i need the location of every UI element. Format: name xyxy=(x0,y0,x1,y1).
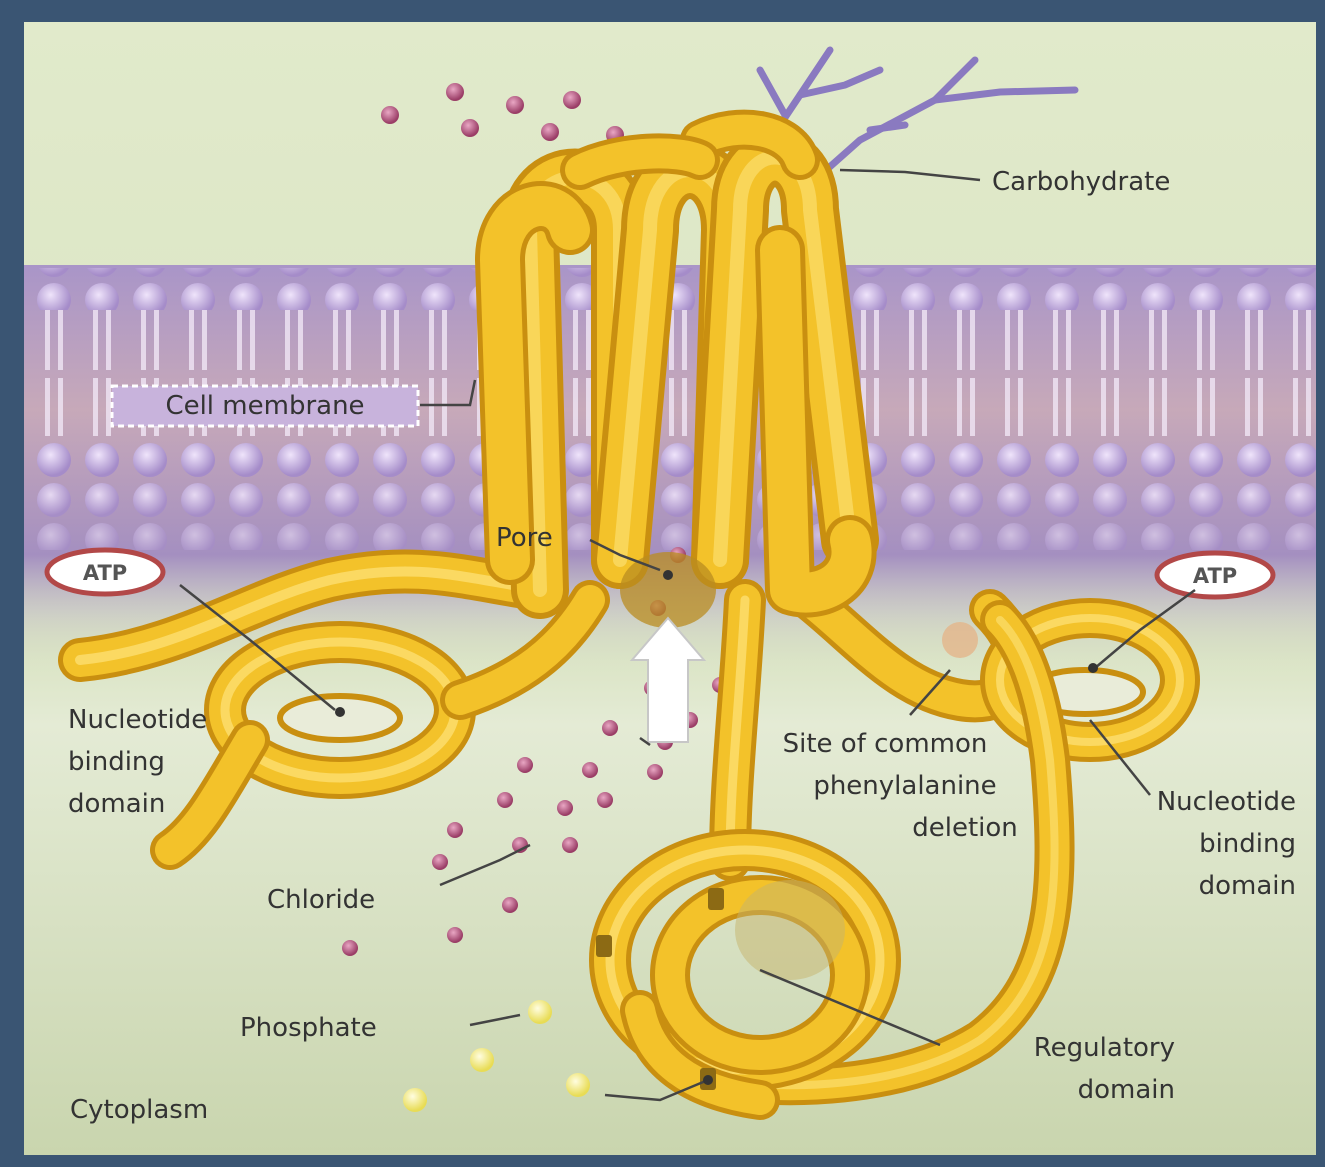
nbd-left-label-line2: binding xyxy=(68,747,165,777)
deletion-label-line1: Site of common xyxy=(783,729,988,759)
phosphate-label: Phosphate xyxy=(240,1013,377,1043)
nbd-left-label-line3: domain xyxy=(68,789,165,819)
atp-right: ATP xyxy=(1157,553,1273,597)
deletion-label-line3: deletion xyxy=(912,813,1018,843)
nbd-right-label-line1: Nucleotide xyxy=(1157,787,1296,817)
chloride-label: Chloride xyxy=(267,885,375,915)
atp-left: ATP xyxy=(47,550,163,594)
nbd-right-label-line2: binding xyxy=(1199,829,1296,859)
atp-right-label: ATP xyxy=(1193,564,1237,588)
deletion-label-line2: phenylalanine xyxy=(813,771,996,801)
nbd-right-label-line3: domain xyxy=(1199,871,1296,901)
cytoplasm-label: Cytoplasm xyxy=(70,1095,208,1125)
carbohydrate-label: Carbohydrate xyxy=(992,167,1170,197)
cell-membrane-label: Cell membrane xyxy=(165,391,364,421)
regulatory-domain-label-line2: domain xyxy=(1078,1075,1175,1105)
regulatory-domain-label-line1: Regulatory xyxy=(1034,1033,1175,1063)
pore-label: Pore xyxy=(496,523,553,553)
atp-left-label: ATP xyxy=(83,561,127,585)
nbd-left-label-line1: Nucleotide xyxy=(68,705,207,735)
